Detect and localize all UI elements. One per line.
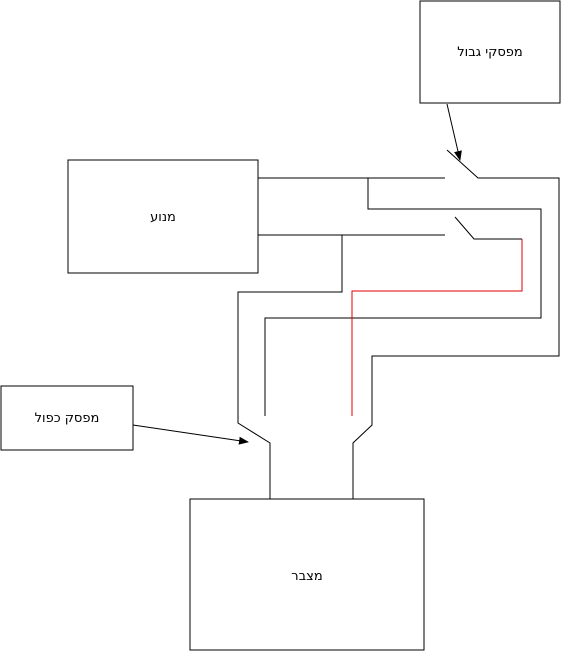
battery-box xyxy=(189,498,425,651)
highlighted-wire xyxy=(351,239,523,416)
battery-label: מצבר xyxy=(291,569,322,584)
double-switch-pointer-arrow xyxy=(132,424,249,445)
bottom-limit-switch-contact xyxy=(454,216,522,240)
motor-block: מנוע xyxy=(67,159,259,274)
lower-branch-wire xyxy=(237,235,343,499)
battery-block: מצבר xyxy=(189,498,425,651)
limit-switch-box xyxy=(419,0,561,104)
limit-switch-label: מפסקי גבול xyxy=(457,45,522,60)
limit-switch-pointer-arrow xyxy=(446,103,462,161)
double-switch-box xyxy=(0,385,134,451)
motor-box xyxy=(67,159,259,274)
upper-branch-wire xyxy=(264,178,542,416)
double-switch-block: מפסק כפול xyxy=(0,385,134,451)
top-limit-switch-wire xyxy=(352,149,560,499)
limit-switch-block: מפסקי גבול xyxy=(419,0,561,104)
double-switch-label: מפסק כפול xyxy=(35,411,100,426)
motor-label: מנוע xyxy=(150,210,176,225)
